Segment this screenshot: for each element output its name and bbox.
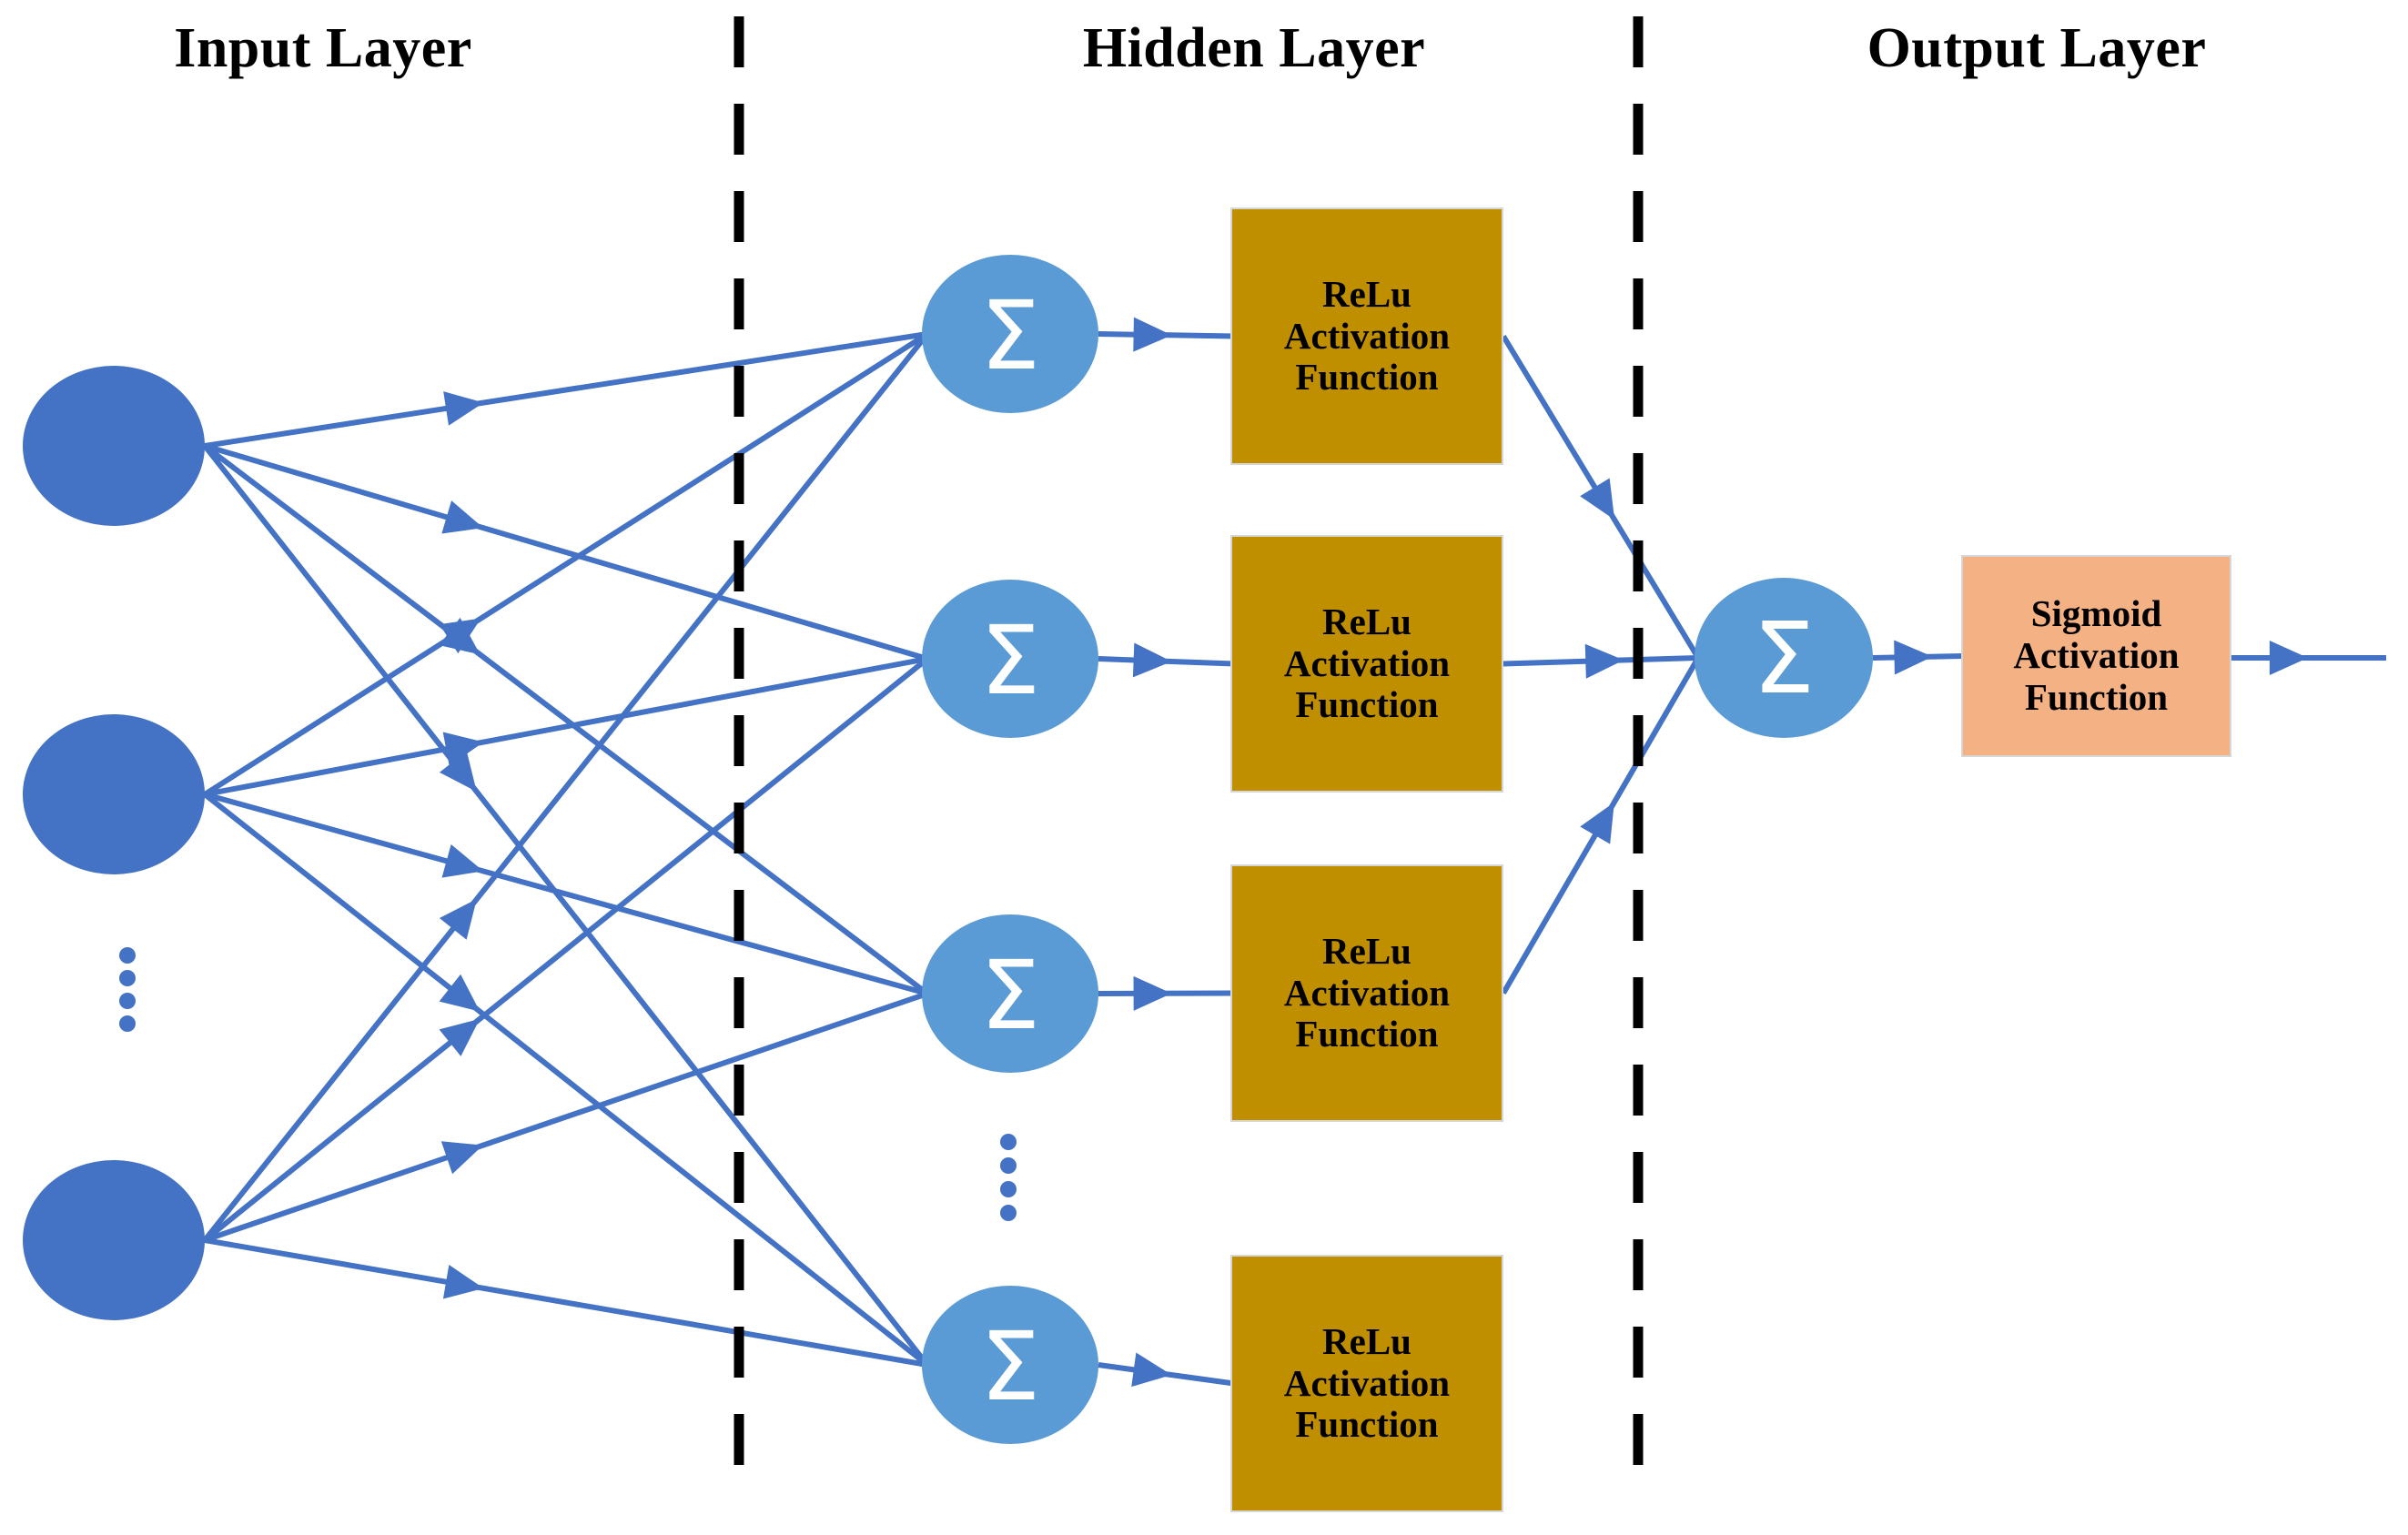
edge-in-3-to-h-3 (204, 991, 928, 1243)
edge-in-1-to-h-3-line (203, 443, 929, 996)
relu-activation-box-2-line-2: Activation (1283, 641, 1451, 684)
edge-in-3-to-h-4-arrowhead (442, 1265, 484, 1299)
hidden-layer-ellipsis-dot-1 (1000, 1134, 1017, 1150)
relu-activation-box-3-line-2: Activation (1283, 971, 1451, 1014)
node-group (23, 255, 1873, 1444)
relu-activation-box-1-line-3: Function (1295, 356, 1439, 399)
edge-in-2-to-h-4 (203, 792, 929, 1368)
edge-in-3-to-h-4-line (204, 1237, 928, 1368)
edge-relu-3-to-out-1 (1501, 656, 1701, 995)
input-layer-ellipsis-dot-2 (119, 970, 136, 986)
relu-activation-box-4-line-3: Function (1295, 1403, 1439, 1446)
relu-activation-box-2-line-3: Function (1295, 683, 1439, 726)
hidden-layer-ellipsis-dot-3 (1000, 1181, 1017, 1197)
edge-out-1-to-sigmoid-1 (1872, 640, 1964, 675)
edge-in-3-to-h-1 (202, 332, 930, 1242)
edge-in-2-to-h-3-arrowhead (441, 843, 484, 878)
edge-in-3-to-h-4 (204, 1237, 928, 1368)
edge-h-1-to-relu-1-arrowhead (1133, 317, 1172, 352)
edge-h-3-to-relu-3-arrowhead (1133, 975, 1172, 1011)
edge-relu-1-to-out-1 (1501, 334, 1701, 660)
edge-in-2-to-h-1-line (203, 331, 929, 797)
edge-in-3-to-h-2 (203, 656, 929, 1243)
ellipsis-group (119, 947, 1017, 1221)
edge-in-2-to-h-1 (203, 331, 929, 797)
edge-in-2-to-h-2-line (204, 656, 928, 797)
hidden-sum-node-h-4[interactable] (922, 1286, 1098, 1444)
edge-final-output (2231, 641, 2386, 675)
edge-in-3-to-h-2-line (203, 656, 929, 1243)
sigmoid-activation-box-line-1: Sigmoid (2030, 592, 2162, 635)
edge-in-2-to-h-1-arrowhead (439, 618, 481, 654)
edge-in-1-to-h-2-arrowhead (441, 500, 483, 534)
hidden-sum-node-h-2[interactable] (922, 580, 1098, 738)
output-sum-node-out-1[interactable] (1695, 578, 1873, 738)
relu-activation-box-1-line-1: ReLu (1322, 272, 1411, 315)
edge-in-1-to-h-1-arrowhead (443, 391, 484, 426)
relu-activation-box-2-line-1: ReLu (1322, 600, 1411, 642)
sigmoid-activation-box-line-2: Activation (2013, 634, 2180, 677)
edge-h-3-to-relu-3 (1098, 975, 1235, 1011)
edge-h-1-to-relu-1 (1098, 317, 1235, 352)
edge-relu-1-to-out-1-arrowhead (1580, 478, 1615, 520)
edge-h-4-to-relu-4 (1098, 1352, 1235, 1388)
edge-out-1-to-sigmoid-1-arrowhead (1894, 640, 1933, 675)
input-node-in-2[interactable] (23, 714, 205, 874)
layer-title-output: Output Layer (1867, 17, 2207, 79)
edge-in-1-to-h-2-line (204, 443, 928, 661)
edge-in-2-to-h-4-arrowhead (439, 974, 481, 1012)
sigmoid-activation-box-line-3: Function (2024, 675, 2169, 718)
edge-relu-3-to-out-1-arrowhead (1580, 802, 1614, 844)
edge-in-2-to-h-3 (204, 792, 928, 996)
edge-in-2-to-h-4-line (203, 792, 929, 1368)
edge-in-2-to-h-2-arrowhead (442, 732, 484, 766)
edge-in-2-to-h-3-line (204, 792, 928, 996)
hidden-sum-node-h-3[interactable] (922, 914, 1098, 1073)
input-node-in-3[interactable] (23, 1160, 205, 1320)
hidden-layer-ellipsis-dot-2 (1000, 1157, 1017, 1174)
layer-title-hidden: Hidden Layer (1082, 17, 1426, 79)
edge-in-1-to-h-1 (204, 331, 928, 449)
layer-title-input: Input Layer (174, 17, 472, 79)
edge-in-1-to-h-4-line (202, 444, 930, 1367)
input-layer-ellipsis-dot-4 (119, 1015, 136, 1032)
edge-h-2-to-relu-2 (1098, 642, 1235, 678)
hidden-sum-node-h-1[interactable] (922, 255, 1098, 413)
edge-in-3-to-h-1-arrowhead (439, 899, 477, 940)
edge-in-1-to-h-3 (203, 443, 929, 996)
relu-activation-box-3-line-3: Function (1295, 1013, 1439, 1055)
edge-h-2-to-relu-2-arrowhead (1132, 642, 1172, 678)
input-layer-ellipsis-dot-3 (119, 993, 136, 1009)
edge-h-4-to-relu-4-arrowhead (1131, 1352, 1172, 1388)
relu-activation-box-3-line-1: ReLu (1322, 929, 1411, 972)
edge-in-3-to-h-2-arrowhead (439, 1018, 481, 1056)
edge-in-3-to-h-3-line (204, 991, 928, 1243)
divider-group (734, 16, 1644, 1485)
relu-activation-box-4-line-1: ReLu (1322, 1319, 1411, 1362)
edge-in-1-to-h-2 (204, 443, 928, 661)
edge-in-1-to-h-1-line (204, 331, 928, 449)
edge-group (202, 317, 2386, 1388)
input-node-in-1[interactable] (23, 366, 205, 526)
input-layer-ellipsis-dot-1 (119, 947, 136, 964)
edge-relu-2-to-out-1 (1502, 643, 1699, 679)
edge-in-1-to-h-4-arrowhead (439, 751, 477, 793)
edge-in-3-to-h-3-arrowhead (440, 1141, 483, 1175)
edge-relu-2-to-out-1-arrowhead (1584, 643, 1624, 679)
relu-activation-box-1-line-2: Activation (1283, 314, 1451, 357)
edge-in-3-to-h-1-line (202, 332, 930, 1242)
relu-activation-box-4-line-2: Activation (1283, 1361, 1451, 1404)
hidden-layer-ellipsis-dot-4 (1000, 1205, 1017, 1221)
edge-final-output-arrowhead (2269, 641, 2308, 675)
edge-in-1-to-h-4 (202, 444, 930, 1367)
edge-in-2-to-h-2 (204, 656, 928, 797)
